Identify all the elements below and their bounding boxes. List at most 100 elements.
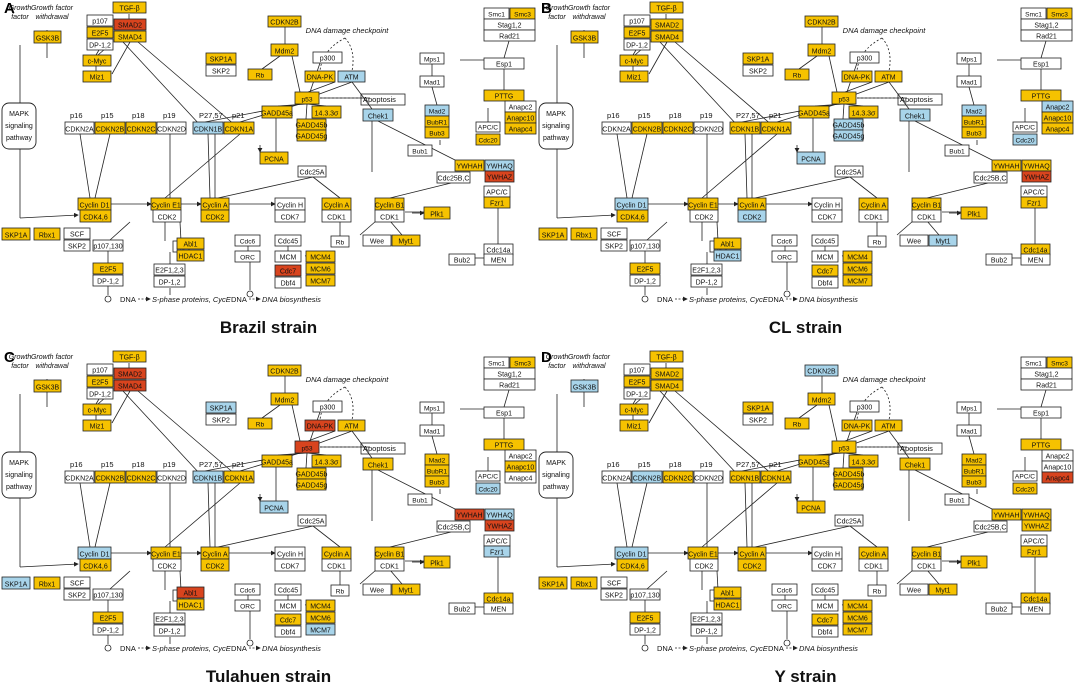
node-label: GADD45b	[833, 471, 865, 478]
dna-label-2: DNA	[768, 295, 784, 304]
node-box	[1041, 122, 1074, 135]
node-label: Anapc2	[1046, 104, 1070, 111]
edge	[646, 221, 668, 241]
node-label: E2F5	[629, 379, 646, 386]
node-box	[312, 51, 343, 64]
node-label: Dbf4	[818, 280, 833, 287]
node-chek1: Chek1	[899, 108, 931, 122]
edge	[307, 81, 336, 93]
node-label: Chek1	[368, 113, 388, 120]
node-box	[424, 475, 450, 488]
node-cdk2b: CDK2	[737, 558, 767, 572]
node-miz1: Miz1	[619, 70, 649, 83]
node-label: Rbx1	[576, 581, 592, 588]
node-label: GADD45a	[798, 459, 830, 466]
node-label: Mad2	[429, 108, 446, 115]
node-label: ATM	[881, 423, 895, 430]
node-label: CDK2	[206, 563, 225, 570]
node-cyce1: Cyclin E1	[150, 546, 182, 560]
node-label: CDK4,6	[83, 563, 108, 570]
node-label: CDK1	[380, 563, 399, 570]
node-cdkn2a: CDKN2A	[64, 470, 95, 484]
node-label: SKP1A	[747, 405, 770, 412]
node-label: CDK1	[380, 214, 399, 221]
gene-label-p15: p15	[101, 111, 114, 120]
node-box	[713, 598, 742, 611]
node-cdc25bc: Cdc25B,C	[973, 520, 1008, 533]
edge	[849, 525, 878, 548]
node-label: Wee	[907, 587, 921, 594]
node-cdkn2a: CDKN2A	[64, 121, 95, 135]
gene-label-p16: p16	[70, 111, 83, 120]
node-box	[274, 209, 306, 223]
node-box	[1041, 471, 1074, 484]
node-label: E2F1,2,3	[692, 267, 721, 274]
node-box	[961, 475, 987, 488]
node-bubr1: BubR1	[961, 115, 987, 128]
node-box	[483, 406, 525, 419]
node-box	[807, 392, 836, 406]
node-label: 14.3.3σ	[315, 110, 339, 117]
node-box	[321, 558, 352, 572]
node-label: E2F5	[92, 379, 109, 386]
node-label: Anapc2	[509, 453, 533, 460]
dna-node	[783, 290, 791, 298]
node-label: CDK1	[327, 214, 346, 221]
panel-letter: B	[541, 0, 552, 17]
node-label: GADD45g	[833, 133, 865, 140]
node-orc: ORC	[771, 250, 798, 263]
node-anapc4: Anapc4	[504, 471, 537, 484]
mapk-label: pathway	[6, 484, 33, 491]
edge	[646, 570, 668, 590]
node-skp1a: SKP1A	[538, 227, 568, 241]
strain-title: CL strain	[768, 318, 843, 337]
node-box	[811, 276, 839, 289]
dna-biosynthesis-label: DNA biosynthesis	[799, 295, 858, 304]
edge	[850, 81, 890, 97]
node-label: Anapc4	[1046, 475, 1070, 482]
node-box	[270, 392, 299, 406]
node-label: Cdc7	[817, 617, 833, 624]
node-mcm7: MCM7	[305, 623, 336, 636]
node-stag12: Stag1,2	[1020, 367, 1073, 380]
node-box	[92, 274, 124, 287]
mapk-label: signaling	[5, 472, 33, 479]
node-box	[742, 52, 774, 65]
node-gadd45g: GADD45g	[833, 478, 865, 491]
edge	[389, 220, 403, 236]
node-label: p107,130	[93, 592, 122, 599]
node-scf: SCF	[63, 576, 91, 589]
node-box	[600, 239, 628, 252]
node-cyca1: Cyclin A	[737, 546, 767, 560]
dna-biosynthesis-label: DNA biosynthesis	[262, 644, 321, 653]
node-cyce1: Cyclin E1	[687, 197, 719, 211]
node-box	[113, 30, 147, 43]
dna-biosynthesis-label: DNA biosynthesis	[799, 644, 858, 653]
node-box	[234, 599, 261, 612]
node-box	[92, 623, 124, 636]
node-label: p300	[857, 55, 873, 62]
edge	[701, 482, 778, 548]
node-label: CDKN2B	[270, 368, 299, 375]
node-p53: p53	[831, 440, 857, 454]
node-box	[811, 209, 843, 223]
node-box	[1021, 170, 1052, 183]
edge	[389, 569, 403, 585]
node-ywhaq: YWHAQ	[1021, 508, 1052, 521]
node-cdk46: CDK4,6	[79, 209, 112, 223]
dna-node	[783, 639, 791, 647]
node-box	[848, 454, 879, 468]
gene-label-p2757: P27,57	[736, 111, 760, 120]
node-label: CDKN2C	[664, 126, 693, 133]
node-label: Wee	[370, 238, 384, 245]
node-label: Miz1	[90, 74, 105, 81]
node-label: CDK2	[206, 214, 225, 221]
node-label: MCM4	[310, 254, 331, 261]
node-p300: p300	[849, 400, 880, 413]
node-box	[623, 38, 651, 51]
node-label: CDK2	[158, 214, 177, 221]
node-cdc45: Cdc45	[274, 583, 302, 596]
node-label: E2F1,2,3	[155, 267, 184, 274]
node-apcc: APC/C	[1020, 185, 1048, 198]
edge	[351, 81, 373, 110]
